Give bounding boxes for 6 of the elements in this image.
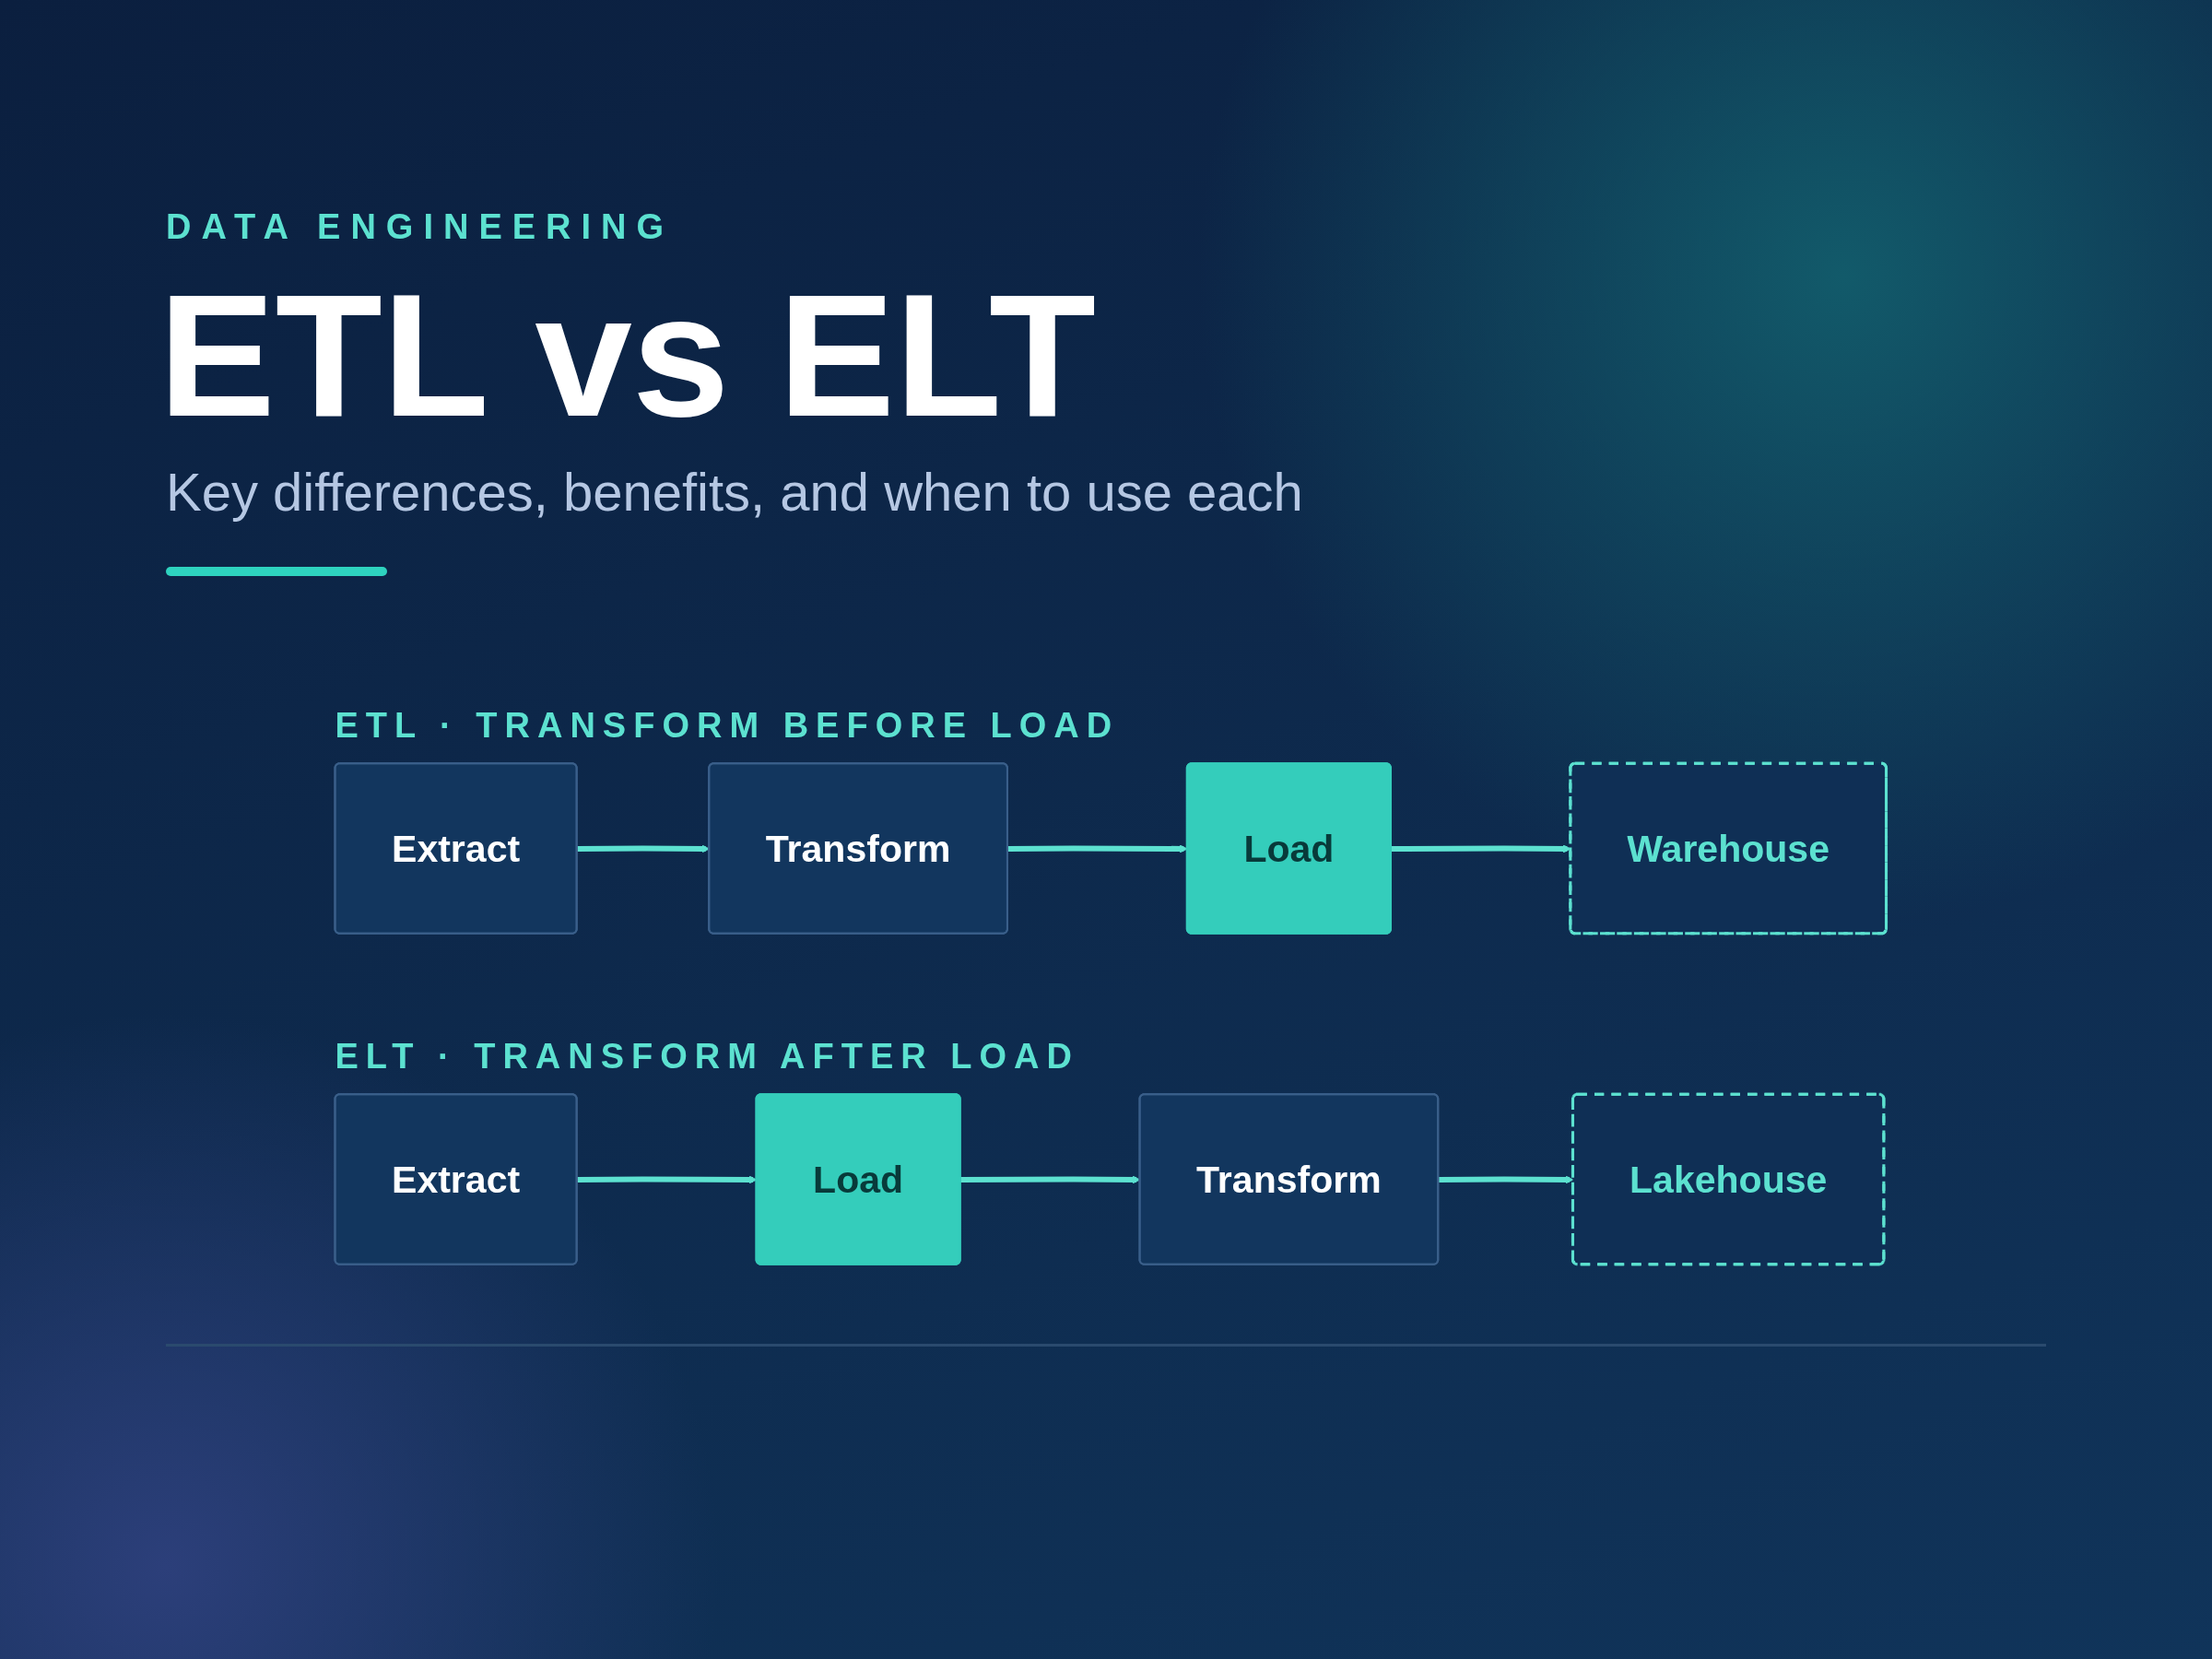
kicker-text: DATA ENGINEERING [166, 207, 675, 247]
section-heading: ELT · TRANSFORM AFTER LOAD [335, 1037, 1079, 1077]
title: ETL vs ELT [159, 267, 1097, 442]
arrow [1391, 844, 1571, 853]
section-heading: ETL · TRANSFORM BEFORE LOAD [335, 706, 1120, 747]
subtitle: Key differences, benefits, and when to use each [166, 461, 1303, 523]
